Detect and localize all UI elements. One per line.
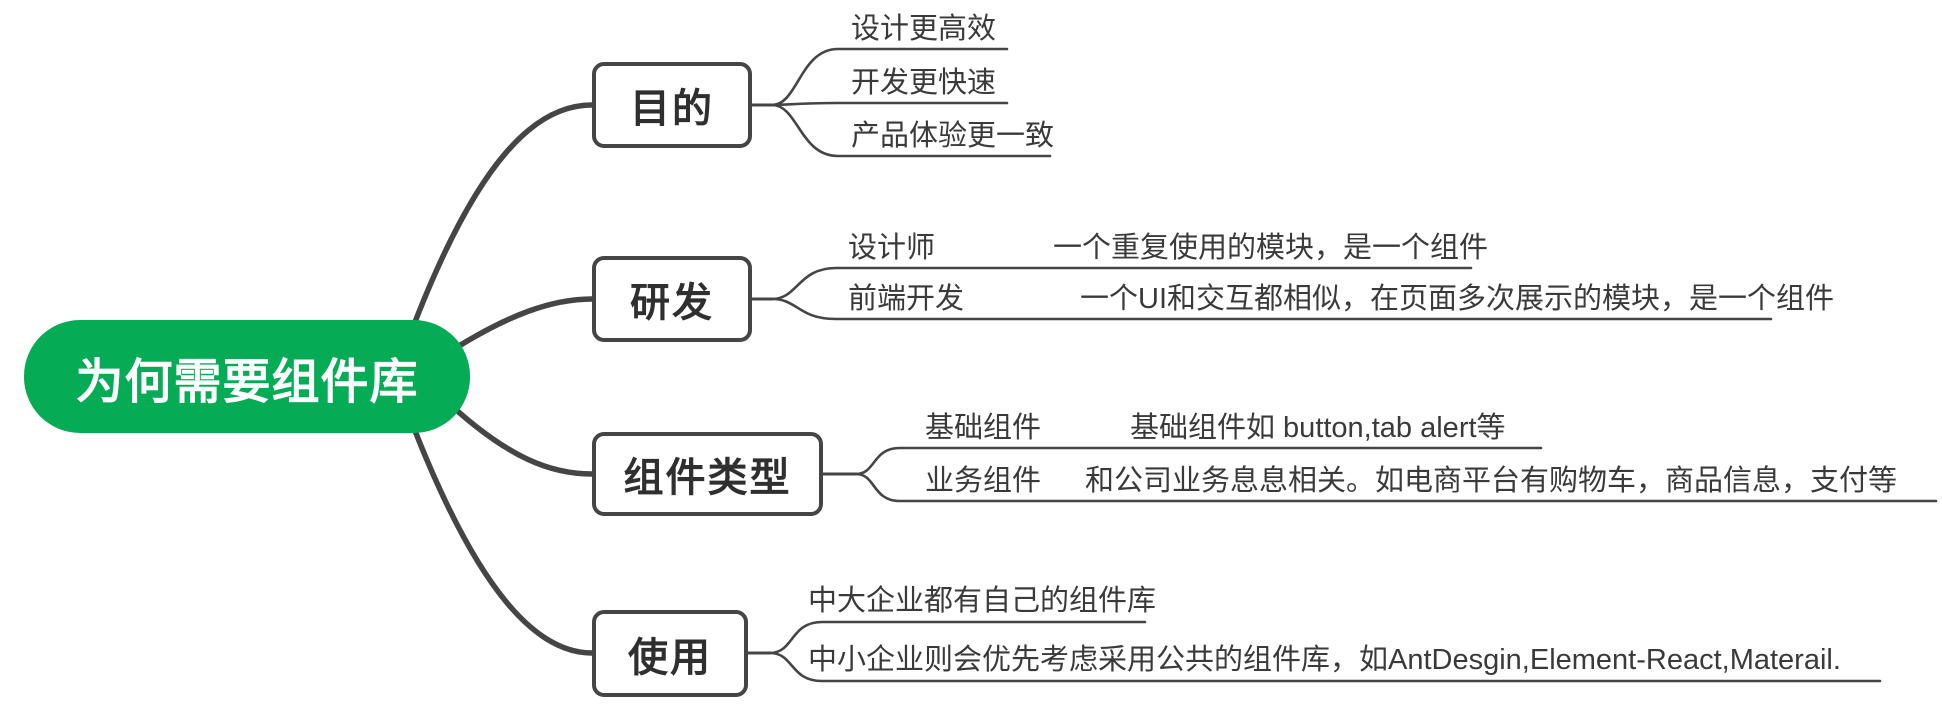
- branch-node-component-types[interactable]: 组件类型: [592, 432, 823, 516]
- leaf-line-types-1: [854, 446, 1543, 476]
- leaf-usage-1[interactable]: 中大企业都有自己的组件库: [808, 585, 1157, 617]
- branch-curve-usage: [407, 415, 595, 656]
- branch-curve-purpose: [407, 102, 595, 338]
- leaf-line-rnd-1: [770, 266, 1473, 301]
- leaf-line-types-2: [854, 472, 1938, 503]
- leaf-line-purpose-3: [770, 103, 1052, 158]
- leaf-types-2-text[interactable]: 和公司业务息息相关。如电商平台有购物车，商品信息，支付等: [1085, 465, 1898, 497]
- branch-curve-types: [437, 392, 595, 477]
- branch-node-purpose[interactable]: 目的: [592, 62, 752, 148]
- leaf-types-2-label[interactable]: 业务组件: [925, 465, 1042, 497]
- leaf-line-purpose-1: [770, 47, 1009, 107]
- leaf-line-purpose-2: [770, 101, 1009, 107]
- leaf-rnd-2-text[interactable]: 一个UI和交互都相似，在页面多次展示的模块，是一个组件: [1080, 283, 1835, 315]
- leaf-purpose-3[interactable]: 产品体验更一致: [851, 120, 1055, 152]
- leaf-rnd-1-label[interactable]: 设计师: [848, 232, 936, 264]
- leaf-purpose-2[interactable]: 开发更快速: [851, 67, 997, 99]
- leaf-line-usage-1: [768, 620, 1147, 655]
- leaf-types-1-text[interactable]: 基础组件如 button,tab alert等: [1130, 412, 1506, 444]
- branch-node-rnd[interactable]: 研发: [592, 256, 752, 342]
- leaf-line-usage-2: [768, 651, 1882, 683]
- branch-curve-rnd: [437, 296, 595, 361]
- leaf-line-rnd-2: [770, 297, 1773, 321]
- leaf-rnd-2-label[interactable]: 前端开发: [848, 283, 965, 315]
- leaf-purpose-1[interactable]: 设计更高效: [851, 13, 997, 45]
- leaf-rnd-1-text[interactable]: 一个重复使用的模块，是一个组件: [1053, 232, 1489, 264]
- leaf-types-1-label[interactable]: 基础组件: [925, 412, 1042, 444]
- central-topic[interactable]: 为何需要组件库: [24, 320, 470, 433]
- branch-node-usage[interactable]: 使用: [592, 610, 748, 697]
- leaf-usage-2[interactable]: 中小企业则会优先考虑采用公共的组件库，如AntDesgin,Element-Re…: [808, 644, 1841, 676]
